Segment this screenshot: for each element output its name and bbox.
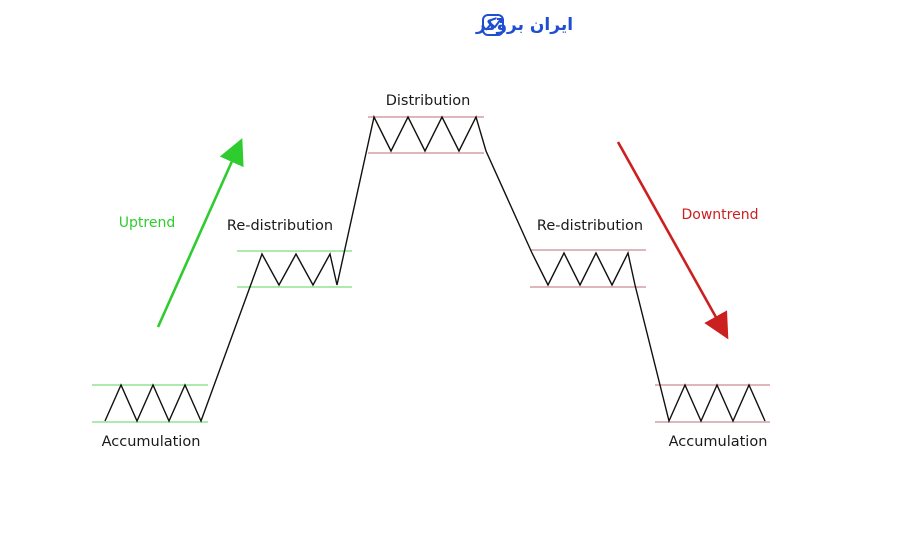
uptrend-arrow bbox=[156, 138, 244, 328]
label-accumulation-right: Accumulation bbox=[669, 434, 768, 450]
label-redistribution-left: Re-distribution bbox=[227, 218, 333, 234]
chart-trend-icon bbox=[482, 14, 504, 36]
label-distribution: Distribution bbox=[386, 93, 471, 109]
label-downtrend: Downtrend bbox=[682, 207, 759, 223]
downtrend-arrow bbox=[616, 141, 729, 340]
brand-logo: ایران بروکر bbox=[475, 14, 573, 36]
price-path bbox=[104, 114, 766, 424]
label-accumulation-left: Accumulation bbox=[102, 434, 201, 450]
label-uptrend: Uptrend bbox=[119, 215, 175, 231]
label-redistribution-right: Re-distribution bbox=[537, 218, 643, 234]
